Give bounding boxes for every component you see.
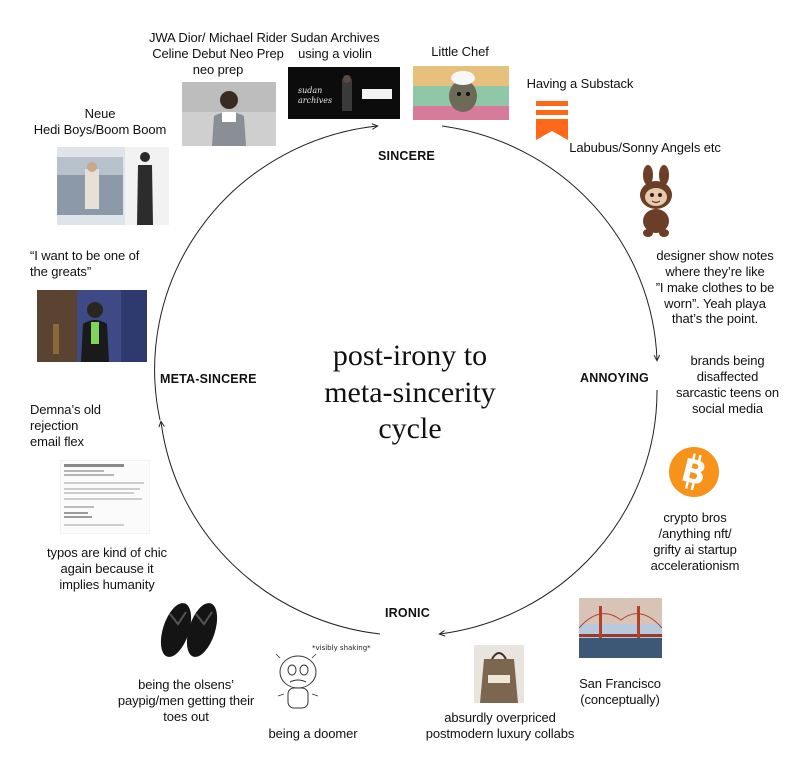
item-demna-label: Demna’s old rejection email flex <box>30 402 101 449</box>
doomer-caption: *visibly shaking* <box>312 644 371 652</box>
greats-speech-photo <box>37 290 147 362</box>
arrow-meta-sincere-to-sincere <box>154 126 377 421</box>
dior-model-photo <box>182 82 276 146</box>
item-hedi-label: Neue Hedi Boys/Boom Boom <box>33 106 167 137</box>
doomer-drawing: *visibly shaking* <box>272 640 384 720</box>
item-substack-label: Having a Substack <box>526 76 634 91</box>
phase-meta-sincere: META-SINCERE <box>160 372 257 386</box>
svg-text:sudan: sudan <box>298 86 322 95</box>
item-san-francisco-label: San Francisco (conceptually) <box>579 676 661 707</box>
demna-email-screenshot <box>60 460 150 534</box>
phase-ironic: IRONIC <box>385 606 430 620</box>
item-sudan-label: Sudan Archives using a violin <box>290 30 380 61</box>
item-little-chef-label: Little Chef <box>431 44 489 59</box>
sudan-archives-photo: sudan archives <box>288 67 400 119</box>
title-line: meta-sincerity <box>324 375 496 409</box>
item-typos-label: typos are kind of chic again because it … <box>47 545 167 592</box>
item-designer-notes-label: designer show notes where they’re like ”… <box>655 248 775 327</box>
item-olsens-label: being the olsens’ paypig/men getting the… <box>117 677 255 724</box>
item-labubu-label: Labubus/Sonny Angels etc <box>569 140 721 155</box>
item-crypto-label: crypto bros /anything nft/ grifty ai sta… <box>650 510 740 573</box>
svg-text:archives: archives <box>298 96 332 105</box>
bitcoin-logo-icon: B <box>668 446 720 498</box>
arrow-annoying-to-ironic <box>440 389 658 634</box>
center-title: post-irony to meta-sincerity cycle <box>300 338 520 448</box>
item-greats-label: “I want to be one of the greats” <box>30 248 140 279</box>
substack-logo-icon <box>536 101 568 140</box>
phase-annoying: ANNOYING <box>580 371 649 385</box>
little-chef-photo <box>413 66 509 120</box>
item-dior-label: JWA Dior/ Michael Rider Celine Debut Neo… <box>148 30 288 77</box>
hedi-boys-collage <box>57 147 169 225</box>
title-line: post-irony to <box>332 339 488 372</box>
title-line: cycle <box>378 412 442 446</box>
item-luxury-collabs-label: absurdly overpriced postmodern luxury co… <box>425 710 575 741</box>
phase-sincere: SINCERE <box>378 149 435 163</box>
arrow-sincere-to-annoying <box>441 125 657 360</box>
labubu-figure <box>630 165 682 237</box>
golden-gate-photo <box>579 598 662 658</box>
item-brands-label: brands being disaffected sarcastic teens… <box>676 353 779 416</box>
flip-flops-photo <box>156 590 222 662</box>
luxury-bag-photo <box>474 645 524 703</box>
arrow-ironic-to-meta-sincere <box>161 422 381 635</box>
item-doomer-label: being a doomer <box>268 726 358 741</box>
